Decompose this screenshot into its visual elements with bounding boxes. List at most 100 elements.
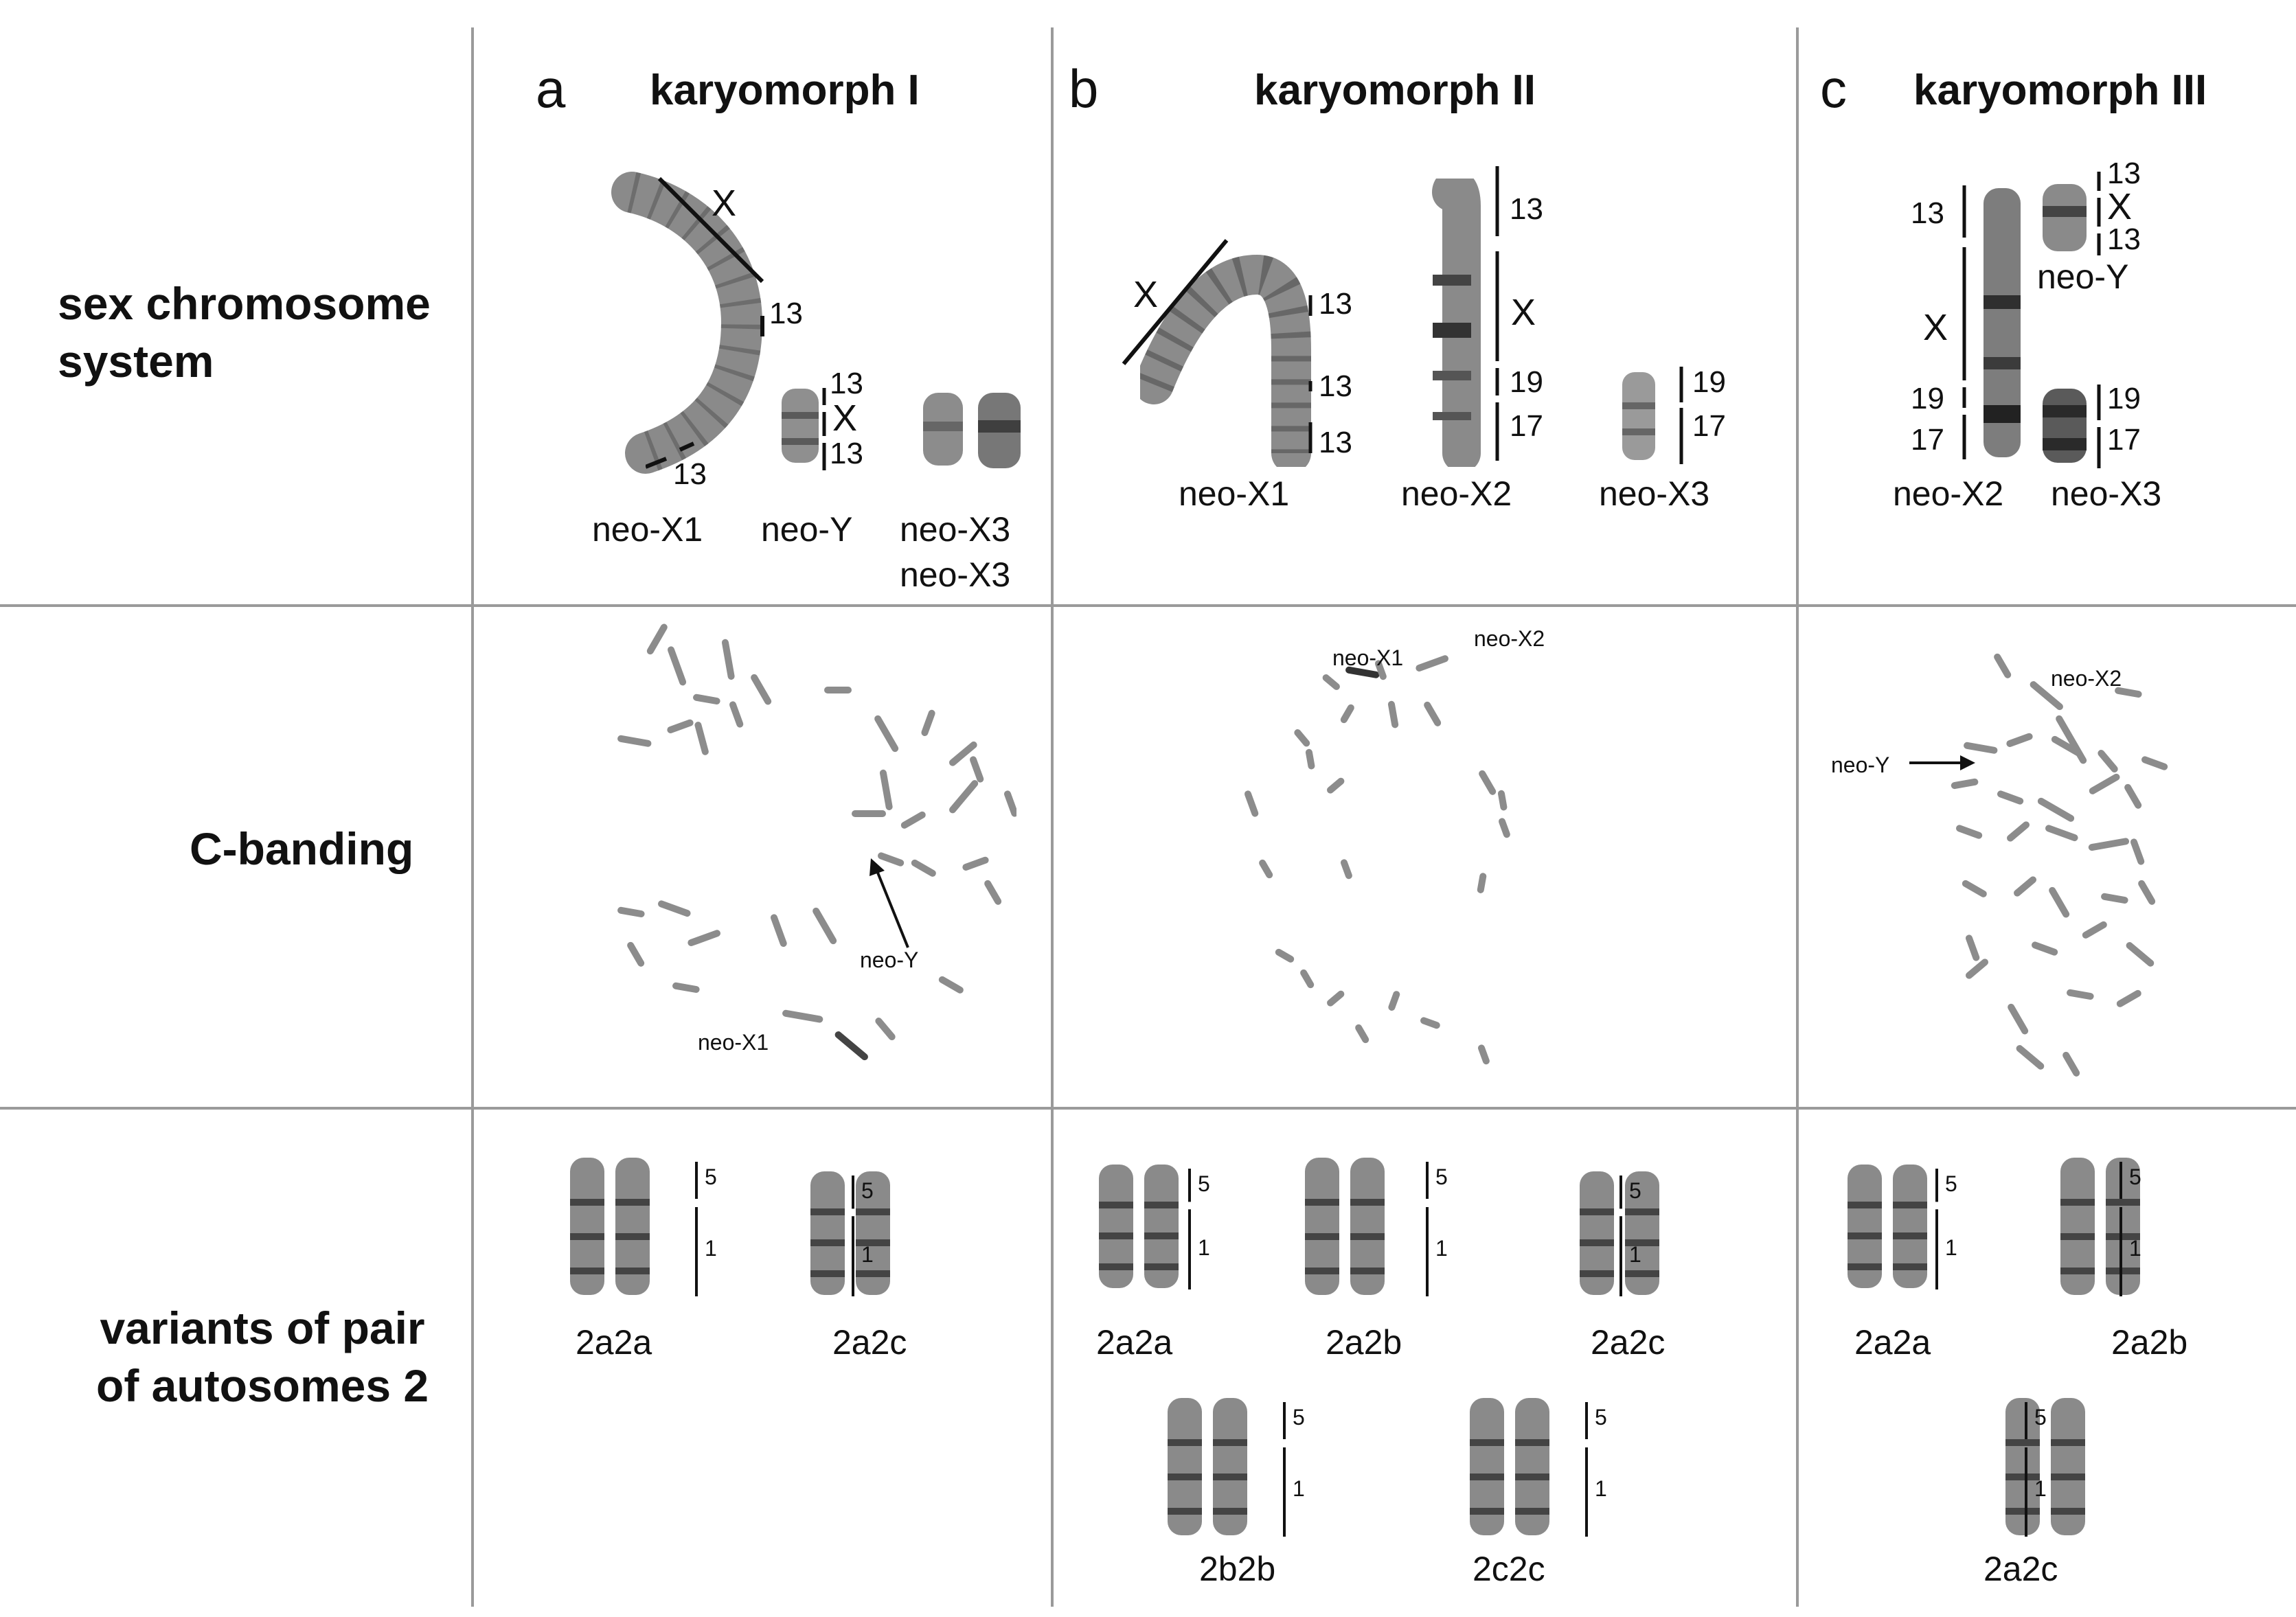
label-x-a: X: [712, 183, 737, 224]
caption-var-a1: 2a2a: [576, 1323, 652, 1362]
chromosome-fragment: [646, 623, 668, 655]
label-13-a2: 13: [673, 457, 707, 491]
band-bar-b4: [1283, 1402, 1286, 1537]
chromosome-fragment: [2062, 1051, 2080, 1077]
chromosome-fragment: [900, 811, 926, 829]
chromosome-fragment: [1275, 948, 1295, 963]
chromosome-fragment: [874, 715, 899, 753]
chromosome-fragment: [1479, 770, 1497, 795]
panel-letter-c: c: [1820, 58, 1847, 119]
neo-x1-bars-b: [1308, 295, 1312, 453]
caption-neo-x1-a: neo-X1: [592, 510, 703, 549]
label-cband-neo-y-a: neo-Y: [860, 948, 919, 972]
band-bar-c1: [1935, 1169, 1938, 1289]
marker-lines-a: [646, 316, 764, 469]
chromosome-fragment: [824, 687, 852, 693]
chromosome-pair-a2: [810, 1171, 890, 1295]
chromosome-fragment: [1477, 873, 1487, 893]
caption-neo-x1-b: neo-X1: [1179, 474, 1290, 513]
chromosome-fragment: [2030, 681, 2063, 711]
row-label-c-banding: C-banding: [190, 823, 414, 874]
chromosome-fragment: [949, 741, 977, 766]
neo-y-bars-c: [2097, 172, 2101, 255]
chromosome-neo-x1-b: [1140, 254, 1311, 467]
band-label-5: 5: [2129, 1165, 2141, 1189]
caption-neo-y-a: neo-Y: [761, 510, 853, 549]
band-label-1: 1: [2034, 1476, 2047, 1501]
chromosome-fragment: [667, 719, 694, 733]
neo-x2-bars-b: [1495, 166, 1499, 461]
chromosome-fragment: [949, 780, 979, 814]
chromosome-neo-x3-b: [1622, 372, 1655, 460]
band-bar-a2: [852, 1176, 854, 1296]
band-bar-b2: [1426, 1162, 1429, 1296]
chromosome-fragment: [2098, 750, 2118, 773]
caption-var-c1: 2a2a: [1854, 1323, 1931, 1362]
caption-neo-x2-c: neo-X2: [1893, 474, 2004, 513]
label-13-b2: 13: [1319, 369, 1352, 403]
label-neo-y-13b-c: 13: [2107, 222, 2141, 256]
chromosome-fragment: [1955, 825, 1983, 839]
band-bar-b3: [1619, 1176, 1622, 1296]
label-neo-x3-17-c: 17: [2107, 423, 2141, 457]
chromosome-fragment: [1340, 704, 1354, 724]
chromosome-fragment: [2116, 989, 2141, 1007]
caption-var-b4: 2b2b: [1199, 1550, 1276, 1588]
label-neo-y-x: X: [832, 398, 858, 439]
neo-x2-bars-c: [1962, 185, 1966, 459]
row-label-variants: variants of pair of autosomes 2: [96, 1303, 429, 1411]
band-bar-b5: [1585, 1402, 1588, 1537]
chromosome-fragment: [921, 709, 935, 737]
chromosome-fragment: [2138, 880, 2156, 905]
chromosome-fragment: [2115, 687, 2142, 698]
label-neo-y-13a: 13: [830, 367, 863, 400]
chromosome-pair-b2: [1305, 1158, 1385, 1295]
band-label-5: 5: [1629, 1178, 1641, 1203]
chromosome-fragment: [2014, 876, 2037, 897]
chromosome-fragment: [852, 810, 886, 817]
chromosome-fragment: [668, 646, 687, 686]
arrow-neo-y-c: [1909, 755, 1975, 770]
chromosome-fragment: [2008, 1003, 2029, 1035]
label-13-b3: 13: [1319, 426, 1352, 459]
caption-var-b2: 2a2b: [1326, 1323, 1402, 1362]
chromosome-fragment: [1387, 700, 1399, 729]
chromosome-fragment: [729, 701, 744, 728]
grid-line: [0, 604, 2296, 607]
chromosome-fragment: [1244, 790, 1259, 817]
chromosome-fragment: [1951, 778, 1979, 790]
chromosome-fragment: [617, 906, 645, 918]
chromosome-fragment: [1499, 818, 1510, 838]
chromosome-fragment: [2045, 825, 2078, 842]
chromosome-fragment: [694, 722, 709, 755]
chromosome-fragment: [1420, 1017, 1440, 1029]
chromosome-fragment: [1962, 880, 1987, 897]
chromosome-fragment: [2067, 989, 2094, 1000]
band-bar-a1: [695, 1162, 698, 1296]
caption-var-b5: 2c2c: [1473, 1550, 1545, 1588]
chromosome-pair-c1: [1848, 1165, 1927, 1288]
label-neo-x3-19-c: 19: [2107, 382, 2141, 415]
chromosome-pair-b3: [1580, 1171, 1659, 1295]
chromosome-fragment: [2006, 733, 2033, 747]
chromosome-fragment: [782, 1009, 823, 1023]
chromosome-neo-x3-c: [2043, 389, 2087, 463]
grid-line: [471, 27, 474, 1607]
chromosome-fragment: [672, 982, 700, 994]
label-13-b1: 13: [1319, 287, 1352, 321]
label-neo-x2-x-b: X: [1511, 292, 1536, 333]
panel-letter-b: b: [1069, 58, 1099, 119]
label-cband-neo-y-c: neo-Y: [1831, 753, 1890, 777]
chromosome-fragment: [1300, 969, 1315, 989]
metaphase-spread-b: [1244, 655, 1510, 1065]
chromosome-fragment: [1388, 991, 1400, 1011]
chromosome-fragment: [984, 880, 1002, 905]
chromosome-neo-y-a: [782, 389, 819, 463]
band-label-5: 5: [1595, 1405, 1607, 1430]
chromosome-fragment: [2141, 756, 2168, 770]
caption-var-a2: 2a2c: [832, 1323, 907, 1362]
label-cband-neo-x2-b: neo-X2: [1474, 626, 1545, 651]
chromosome-neo-x3-pair-a: [923, 393, 1021, 468]
band-label-1: 1: [1435, 1236, 1448, 1261]
